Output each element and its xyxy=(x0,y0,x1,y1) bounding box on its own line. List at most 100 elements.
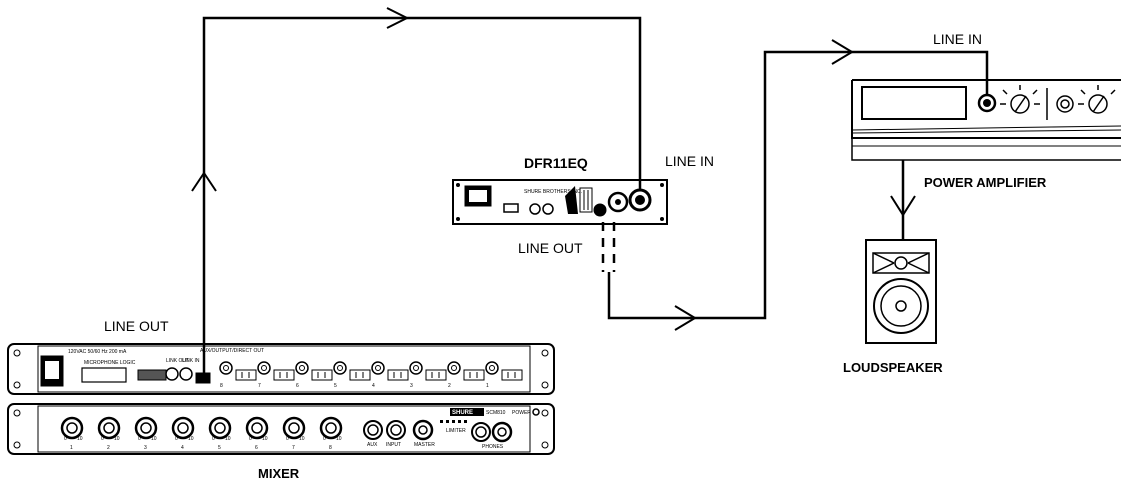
mixer-label: MIXER xyxy=(258,466,300,481)
dfr-line-out-label: LINE OUT xyxy=(518,240,583,256)
model-text: SCM810 xyxy=(486,410,506,416)
dfr11eq-title: DFR11EQ xyxy=(524,155,588,171)
line-in-jack xyxy=(977,93,997,113)
gain-knob-icon xyxy=(208,416,232,440)
master-knob-icon xyxy=(412,419,434,441)
terminal-block-icon xyxy=(463,369,485,381)
cable-dfr-to-amplifier xyxy=(607,50,989,320)
knob-cap-icon xyxy=(251,422,263,434)
rear-channel-number: 1 xyxy=(486,383,489,389)
scale-max-label: 10 xyxy=(188,436,194,442)
cable-mixer-to-dfr xyxy=(202,16,642,378)
arrow-right-icon xyxy=(386,7,410,29)
rear-channel-number: 6 xyxy=(296,383,299,389)
gain-knob-icon xyxy=(171,416,195,440)
gain-knob-icon xyxy=(97,416,121,440)
scale-min-label: 0 xyxy=(138,436,141,442)
direct-out-jack-icon xyxy=(371,361,385,375)
input-label: INPUT xyxy=(386,442,401,448)
input-jack-icon xyxy=(1056,95,1074,113)
arrow-right-icon xyxy=(831,39,854,65)
rear-channel-5: 5 xyxy=(333,361,371,389)
aux-input-jacks xyxy=(363,420,406,440)
rear-channel-2: 2 xyxy=(447,361,485,389)
rear-channel-number: 8 xyxy=(220,383,223,389)
gain-knob-icon xyxy=(60,416,84,440)
gain-knob-icon xyxy=(319,416,343,440)
direct-out-jack-icon xyxy=(295,361,309,375)
front-channel-number: 6 xyxy=(255,445,258,451)
jack-core-icon xyxy=(337,365,343,371)
dfr-line-in-connector xyxy=(628,188,652,212)
power-amplifier-label: POWER AMPLIFIER xyxy=(924,175,1047,190)
master-label: MASTER xyxy=(414,442,435,448)
power-label: POWER xyxy=(512,410,531,416)
brand-badge xyxy=(450,408,484,416)
jack-core-icon xyxy=(451,365,457,371)
scale-min-label: 0 xyxy=(286,436,289,442)
rear-channel-4: 4 xyxy=(371,361,409,389)
mixer-line-out-label: LINE OUT xyxy=(104,318,169,334)
mixer-aux-output: AUX/OUTPUT/DIRECT OUT xyxy=(200,348,264,354)
rear-channel-8: 8 xyxy=(219,361,257,389)
jack-core-icon xyxy=(489,365,495,371)
arrow-down-icon xyxy=(890,195,916,217)
aux-label: AUX xyxy=(367,442,378,448)
arrow-right-icon xyxy=(674,305,697,331)
rear-channel-number: 2 xyxy=(448,383,451,389)
brand-text: SHURE xyxy=(452,410,473,416)
front-channel-number: 8 xyxy=(329,445,332,451)
rear-channel-number: 4 xyxy=(372,383,375,389)
scale-min-label: 0 xyxy=(323,436,326,442)
dfr-line-in-label: LINE IN xyxy=(665,153,714,169)
power-amplifier xyxy=(851,79,1121,161)
front-channel-8: 0 10 8 xyxy=(319,416,343,451)
front-channel-number: 3 xyxy=(144,445,147,451)
direct-out-jack-icon xyxy=(257,361,271,375)
gain-knob-icon xyxy=(134,416,158,440)
dfr11eq-unit xyxy=(452,179,668,225)
rear-channel-6: 6 xyxy=(295,361,333,389)
amp-line-in-label: LINE IN xyxy=(933,31,982,47)
cable-dfr-out-dashed xyxy=(601,222,616,272)
limiter-label: LIMITER xyxy=(446,428,466,434)
scale-min-label: 0 xyxy=(212,436,215,442)
loudspeaker xyxy=(865,239,937,344)
jack-core-icon xyxy=(413,365,419,371)
scale-max-label: 10 xyxy=(114,436,120,442)
rear-channel-number: 5 xyxy=(334,383,337,389)
terminal-block-icon xyxy=(273,369,295,381)
phones-label: PHONES xyxy=(482,444,504,450)
jack-core-icon xyxy=(223,365,229,371)
arrow-up-icon xyxy=(191,171,217,192)
front-channel-number: 7 xyxy=(292,445,295,451)
direct-out-jack-icon xyxy=(447,361,461,375)
rear-channel-7: 7 xyxy=(257,361,295,389)
mixer-front-panel xyxy=(7,403,555,455)
terminal-block-icon xyxy=(349,369,371,381)
jack-core-icon xyxy=(299,365,305,371)
direct-out-jack-icon xyxy=(409,361,423,375)
scale-max-label: 10 xyxy=(336,436,342,442)
knob-cap-icon xyxy=(214,422,226,434)
gain-knob-icon xyxy=(1078,85,1116,114)
jack-core-icon xyxy=(375,365,381,371)
knob-cap-icon xyxy=(66,422,78,434)
direct-out-jack-icon xyxy=(485,361,499,375)
front-channel-number: 4 xyxy=(181,445,184,451)
mixer-link-out: LINK OUT xyxy=(166,358,189,364)
terminal-block-icon xyxy=(235,369,257,381)
front-channel-number: 2 xyxy=(107,445,110,451)
terminal-block-icon xyxy=(387,369,409,381)
power-led-icon xyxy=(532,408,540,416)
scale-max-label: 10 xyxy=(225,436,231,442)
knob-cap-icon xyxy=(140,422,152,434)
mixer-rear-panel xyxy=(7,343,555,395)
knob-cap-icon xyxy=(325,422,337,434)
terminal-block-icon xyxy=(425,369,447,381)
